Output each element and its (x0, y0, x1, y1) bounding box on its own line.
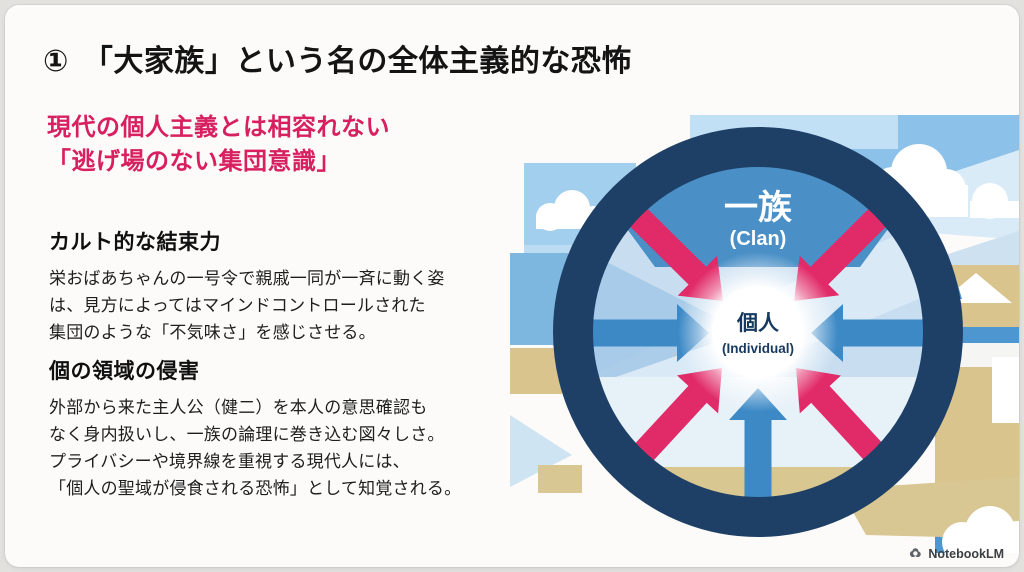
section-heading: 個の領域の侵害 (49, 360, 200, 383)
title-number: ① (43, 45, 69, 78)
pressure-arrow-blue-east (811, 304, 924, 362)
title-text: 「大家族」という名の全体主義的な恐怖 (82, 45, 632, 78)
diagram-svg: 一族 (Clan) 個人 (Individual) (510, 115, 1019, 563)
section-privacy-invasion: 個の領域の侵害 外部から来た主人公（健二）を本人の意思確認も なく身内扱いし、一… (49, 355, 519, 502)
notebooklm-brand-label: NotebookLM (928, 546, 1004, 561)
individual-label: 個人 (736, 311, 779, 335)
clan-label: 一族 (724, 189, 792, 227)
notebooklm-logo-icon (910, 548, 922, 558)
notebooklm-attribution: NotebookLM (908, 546, 1004, 561)
slide-subtitle: 現代の個人主義とは相容れない 「逃げ場のない集団意識」 (47, 114, 390, 175)
cloud-bottom-right (942, 506, 1019, 563)
pressure-arrow-blue-south (729, 388, 787, 498)
section-cult-cohesion: カルト的な結束力 栄おばあちゃんの一号令で親戚一同が一斉に動く姿 は、見方によっ… (49, 226, 519, 346)
section-heading: カルト的な結束力 (49, 231, 221, 254)
pressure-arrow-pink-nw (619, 198, 723, 301)
pressure-arrow-pink-ne (794, 202, 893, 301)
individual-label-en: (Individual) (722, 341, 794, 356)
pressure-arrow-pink-se (796, 368, 890, 468)
pressure-arrow-pink-sw (626, 368, 722, 470)
clan-ring (553, 127, 963, 537)
clan-pressure-diagram: 一族 (Clan) 個人 (Individual) (510, 115, 1019, 563)
page-title: ① 「大家族」という名の全体主義的な恐怖 (43, 36, 632, 80)
section-body: 外部から来た主人公（健二）を本人の意思確認も なく身内扱いし、一族の論理に巻き込… (49, 398, 462, 498)
slide-card: ① 「大家族」という名の全体主義的な恐怖 現代の個人主義とは相容れない 「逃げ場の… (5, 5, 1019, 567)
pressure-arrows (592, 198, 924, 498)
clan-label-en: (Clan) (730, 228, 787, 250)
individual-circle (712, 286, 804, 378)
section-body: 栄おばあちゃんの一号令で親戚一同が一斉に動く姿 は、見方によってはマインドコント… (49, 269, 445, 342)
